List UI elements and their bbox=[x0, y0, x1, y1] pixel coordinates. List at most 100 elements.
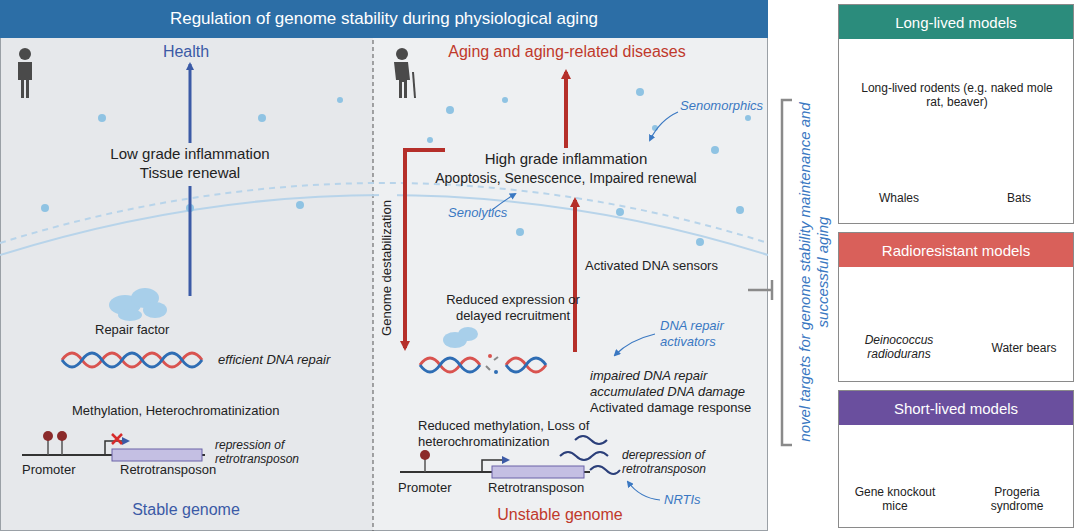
health-arrow bbox=[189, 64, 192, 143]
gene-repressed bbox=[22, 431, 205, 461]
label: Activated damage response bbox=[590, 400, 765, 416]
gene-derepressed bbox=[590, 466, 620, 474]
gene-repressed bbox=[61, 440, 63, 455]
dna-damaged bbox=[506, 358, 546, 372]
dna-damaged bbox=[494, 370, 498, 374]
repair-factor-delayed bbox=[458, 327, 478, 341]
health-arrow bbox=[189, 186, 192, 296]
label: Stable genome bbox=[86, 500, 286, 519]
label: Tissue renewal bbox=[90, 164, 290, 182]
dna-damaged bbox=[488, 354, 492, 358]
model-label: Water bears bbox=[979, 341, 1069, 355]
label: Promoter bbox=[398, 480, 478, 496]
cytokine-dots bbox=[446, 106, 454, 114]
box-heading: Long-lived models bbox=[839, 5, 1073, 39]
model-label: Bats bbox=[979, 191, 1059, 205]
elderly-person-icon bbox=[396, 48, 408, 60]
label: Repair factor bbox=[95, 322, 190, 338]
cytokine-dots bbox=[616, 208, 624, 216]
label: Health bbox=[136, 42, 236, 61]
aging-arrows bbox=[564, 72, 568, 148]
model-box: Radioresistant modelsDeinococcus radiodu… bbox=[838, 232, 1074, 382]
gene-derepressed bbox=[424, 459, 426, 472]
model-label: Progeria syndrome bbox=[967, 485, 1067, 514]
cytokine-dots bbox=[736, 206, 744, 214]
vertical-label: novel targets for genome stability maint… bbox=[796, 92, 836, 452]
cytokine-dots bbox=[41, 204, 49, 212]
label: NRTIs bbox=[664, 492, 724, 508]
person-icon bbox=[18, 62, 32, 98]
dna-helix bbox=[62, 353, 202, 367]
label: Retrotransposon bbox=[488, 480, 608, 496]
gene-repressed bbox=[43, 431, 53, 441]
label: Activated DNA sensors bbox=[585, 258, 735, 274]
gene-repressed bbox=[112, 449, 202, 461]
box-heading: Radioresistant models bbox=[839, 233, 1073, 267]
elderly-person-icon bbox=[394, 62, 410, 98]
inhibition-bracket bbox=[771, 280, 774, 300]
label: Aging and aging-related diseases bbox=[417, 42, 717, 61]
label: repression of retrotransposon bbox=[215, 438, 365, 467]
elderly-person-icon bbox=[394, 48, 415, 98]
gene-repressed bbox=[105, 441, 128, 455]
model-label: Whales bbox=[859, 191, 939, 205]
cytokine-dots bbox=[98, 114, 106, 122]
title-band: Regulation of genome stability during ph… bbox=[0, 0, 768, 38]
gene-repressed bbox=[47, 440, 49, 455]
panel-ground bbox=[0, 38, 373, 531]
model-box: Long-lived modelsLong-lived rodents (e.g… bbox=[838, 4, 1074, 224]
dna-damaged bbox=[420, 358, 480, 372]
inhibition-bracket bbox=[748, 100, 792, 445]
person-icon bbox=[19, 48, 31, 60]
gene-repressed bbox=[112, 434, 122, 444]
cytokine-dots bbox=[745, 115, 751, 121]
panel-ground bbox=[1, 1, 768, 531]
dna-damaged bbox=[486, 357, 498, 370]
panel-ground bbox=[373, 38, 768, 531]
dna-helix bbox=[62, 353, 202, 367]
dna-helix bbox=[62, 353, 202, 367]
inhibition-bracket bbox=[782, 100, 792, 445]
repair-factor bbox=[118, 309, 142, 321]
label: Senomorphics bbox=[680, 98, 765, 114]
dna-damaged bbox=[420, 358, 480, 372]
label: DNA repair activators bbox=[660, 318, 750, 349]
drug-leaders bbox=[650, 112, 678, 140]
gene-derepressed bbox=[575, 436, 607, 444]
label: Reduced methylation, Loss of heterochrom… bbox=[418, 418, 628, 449]
label: accumulated DNA damage bbox=[590, 384, 765, 400]
label: Apoptosis, Senescence, Impaired renewal bbox=[416, 170, 716, 187]
repair-factor bbox=[143, 302, 167, 318]
title-text: Regulation of genome stability during ph… bbox=[170, 9, 598, 29]
label: Unstable genome bbox=[460, 505, 660, 524]
cytokine-dots bbox=[516, 228, 524, 236]
label: efficient DNA repair bbox=[218, 352, 368, 368]
cytokine-dots bbox=[711, 146, 719, 154]
gene-derepressed bbox=[560, 452, 608, 460]
cytokine-dots bbox=[427, 137, 433, 143]
gene-derepressed bbox=[420, 450, 430, 460]
label: derepression of retrotransposon bbox=[622, 448, 762, 477]
model-label: Gene knockout mice bbox=[845, 485, 945, 514]
label: Reduced expression or delayed recruitmen… bbox=[438, 292, 588, 323]
label: Senolytics bbox=[448, 205, 528, 221]
model-label: Long-lived rodents (e.g. naked mole rat,… bbox=[857, 81, 1057, 110]
gene-derepressed bbox=[492, 466, 584, 478]
panel-ground bbox=[0, 1, 768, 531]
aging-arrows bbox=[573, 200, 577, 352]
dna-damaged bbox=[506, 358, 546, 372]
cytokine-dots bbox=[296, 201, 304, 209]
label: Low grade inflammation bbox=[90, 145, 290, 163]
label: Promoter bbox=[22, 462, 102, 478]
elderly-person-icon bbox=[413, 72, 415, 98]
dna-damaged bbox=[420, 354, 546, 374]
label: Methylation, Heterochromatinization bbox=[72, 403, 332, 419]
inhibition-bracket bbox=[748, 289, 772, 292]
box-heading: Short-lived models bbox=[839, 391, 1073, 425]
model-box: Short-lived modelsGene knockout mice Prog… bbox=[838, 390, 1074, 528]
person-icon bbox=[18, 48, 32, 98]
cytokine-dots bbox=[636, 88, 644, 96]
cytokine-dots bbox=[696, 238, 704, 246]
label: impaired DNA repair bbox=[590, 368, 765, 384]
